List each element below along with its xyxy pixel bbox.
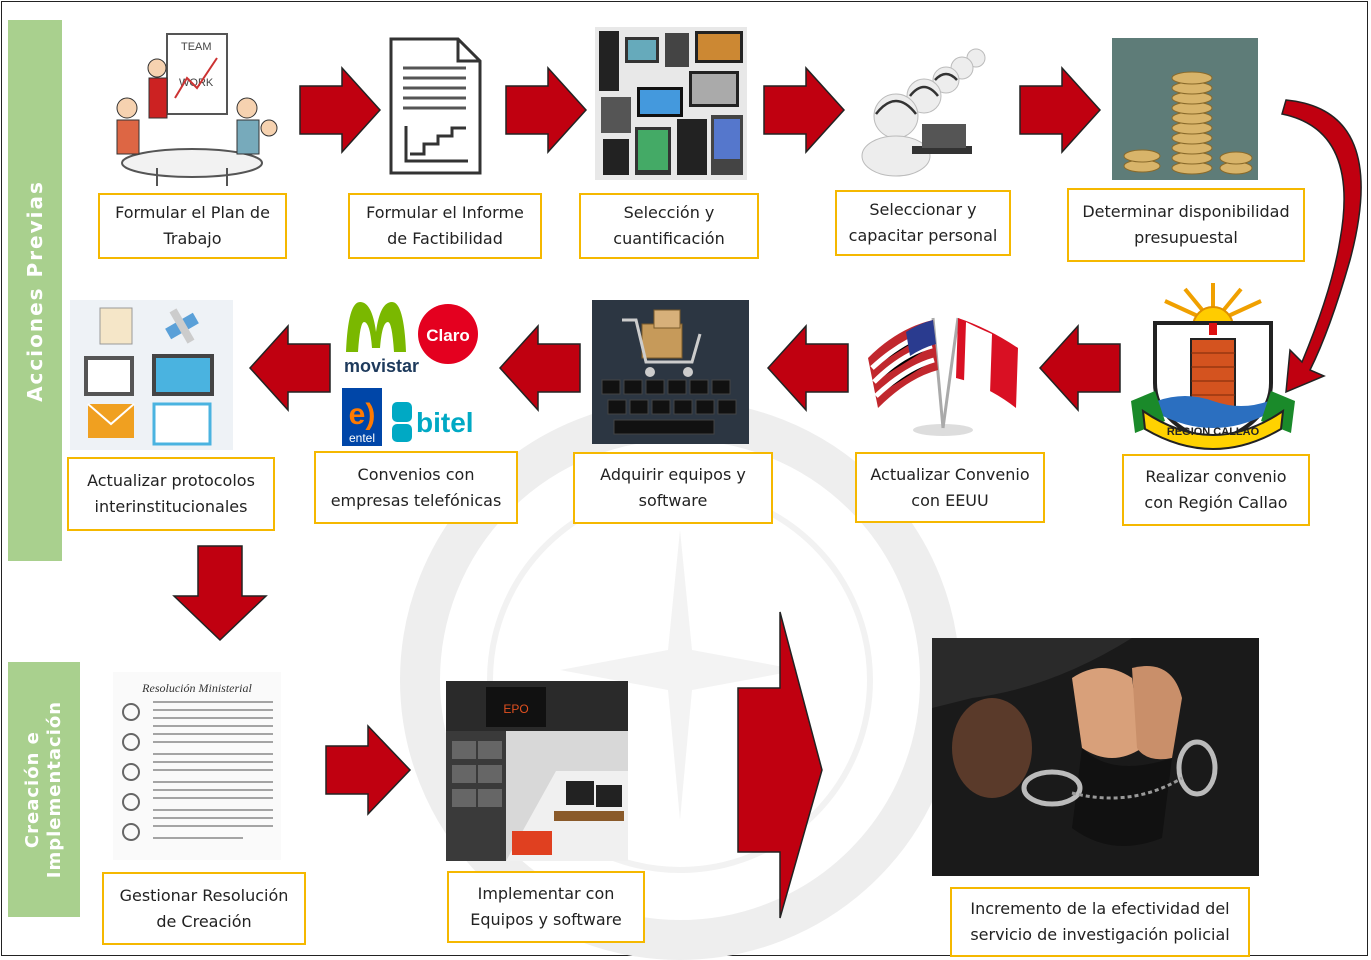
arrow-right-5 bbox=[325, 724, 412, 816]
arrow-curved bbox=[1281, 99, 1362, 394]
protocol-icons-image bbox=[70, 300, 233, 450]
arrow-down bbox=[172, 545, 268, 642]
report-document-icon bbox=[388, 36, 483, 176]
claro-logo-text: Claro bbox=[426, 326, 469, 345]
arrow-left-3 bbox=[498, 324, 581, 412]
callao-banner-text: REGION CALLAO bbox=[1167, 426, 1260, 438]
coins-budget-image bbox=[1112, 38, 1258, 180]
telecom-logos-image: movistar Claro e) entel bitel bbox=[340, 292, 484, 448]
resolution-title: Resolución Ministerial bbox=[141, 681, 252, 695]
section-acciones-previas: Acciones Previas bbox=[8, 20, 62, 561]
shopping-cart-keyboard-image bbox=[592, 300, 749, 444]
call-center-staff-image bbox=[850, 38, 998, 180]
bitel-logo-text: bitel bbox=[416, 407, 474, 438]
arrow-left-4 bbox=[248, 324, 331, 412]
svg-text:EPO: EPO bbox=[503, 702, 528, 716]
equipped-room-image: EPO bbox=[446, 681, 628, 861]
arrow-final bbox=[737, 611, 823, 919]
team-meeting-image: TEAM WORK bbox=[97, 28, 283, 188]
usa-peru-flags-image bbox=[858, 298, 1028, 440]
ministerial-resolution-document: Resolución Ministerial bbox=[113, 672, 281, 860]
entel-logo-text: entel bbox=[349, 431, 375, 445]
handcuffed-suspect-image bbox=[932, 638, 1259, 876]
region-callao-shield: REGION CALLAO bbox=[1125, 283, 1301, 451]
arrow-right-4 bbox=[1019, 66, 1102, 154]
arrow-right-2 bbox=[505, 66, 588, 154]
movistar-logo-text: movistar bbox=[344, 356, 419, 376]
team-label: TEAM bbox=[181, 41, 212, 53]
electronics-equipment-image bbox=[595, 27, 747, 180]
arrow-left-1 bbox=[1038, 324, 1121, 412]
arrow-left-2 bbox=[766, 324, 849, 412]
section-creacion-implementacion: Creación e Implementación bbox=[8, 662, 80, 917]
arrow-right-3 bbox=[763, 66, 846, 154]
svg-text:e): e) bbox=[349, 398, 376, 431]
arrow-right-1 bbox=[299, 66, 382, 154]
